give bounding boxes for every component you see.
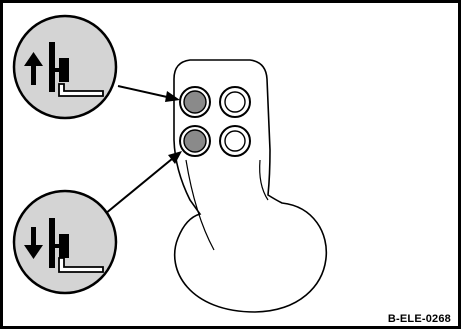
- lower-callout-arrowhead: [168, 151, 182, 164]
- remote-handle-line-right: [259, 159, 269, 201]
- lower-right-button[interactable]: [219, 125, 251, 157]
- remote-body-outline: [173, 59, 328, 313]
- callout-arrows: [104, 85, 182, 215]
- figure-reference-code: B-ELE-0268: [387, 313, 451, 325]
- upper-right-button[interactable]: [219, 86, 251, 118]
- remote-control: [173, 59, 328, 313]
- arrow-down-fork-icon: [24, 218, 104, 273]
- lower-callout-line: [104, 153, 179, 215]
- fork-lower-symbol: [12, 189, 118, 295]
- remote-handle-line-left: [185, 159, 215, 251]
- remote-buttons: [179, 86, 251, 157]
- lower-left-button[interactable]: [179, 125, 211, 157]
- raise-callout-arrowhead: [165, 91, 180, 102]
- fork-raise-symbol: [12, 14, 118, 120]
- arrow-up-fork-icon: [24, 42, 104, 97]
- upper-left-button[interactable]: [179, 86, 211, 118]
